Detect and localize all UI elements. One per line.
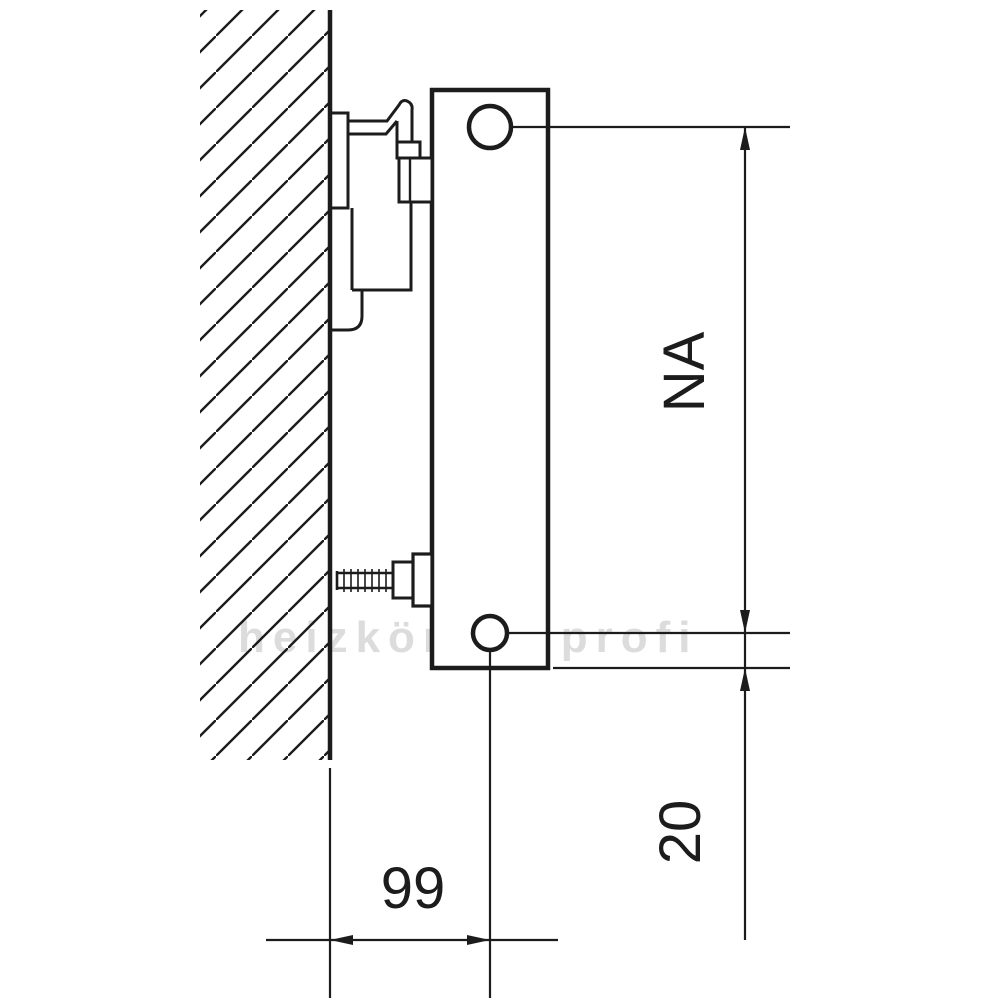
wall-hatching: [200, 10, 330, 760]
top-connection-circle: [466, 103, 514, 151]
bracket-clamp-block: [397, 156, 434, 204]
dim-label-99: 99: [381, 856, 446, 921]
bracket-lower-body: [330, 202, 413, 332]
bolt-thread-ticks: [343, 569, 387, 592]
arrow-99-right: [467, 935, 490, 945]
arrow-99-left: [330, 935, 353, 945]
bracket-wall-plate: [330, 111, 350, 210]
bracket-adjuster: [395, 140, 422, 160]
bolt-flange: [411, 552, 434, 608]
bracket-hook-arm: [348, 99, 414, 142]
dim-label-na: NA: [652, 331, 717, 412]
arrow-na-bottom: [740, 610, 750, 633]
bottom-connection-circle: [470, 613, 510, 653]
dim-label-20: 20: [648, 800, 713, 865]
radiator-body: [429, 87, 551, 671]
arrow-20-bottom: [740, 668, 750, 691]
arrow-na-top: [740, 127, 750, 150]
bolt-nut: [391, 560, 415, 600]
